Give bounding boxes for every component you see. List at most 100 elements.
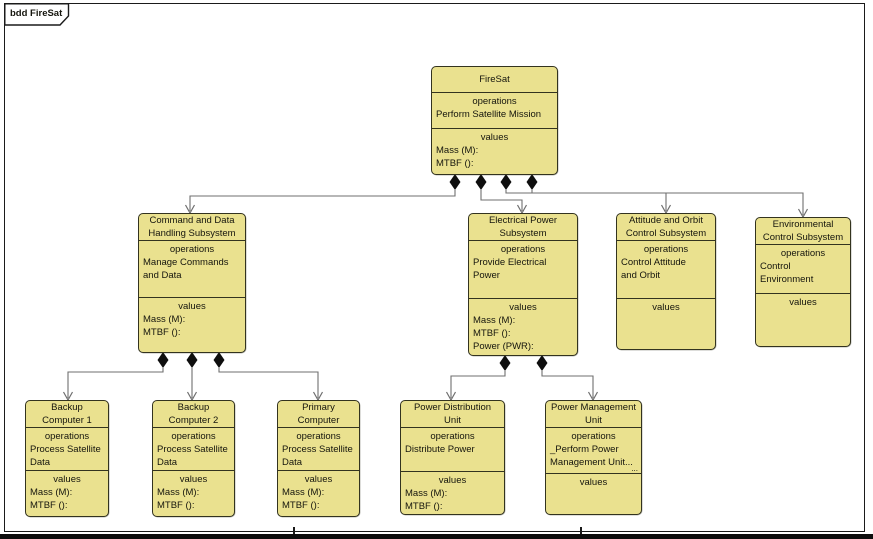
operation-item: Provide Electrical — [473, 257, 547, 268]
composition-connector-electrical-power-subsystem-to-power-distribution-unit[interactable] — [445, 355, 511, 402]
value-item: MTBF (): — [405, 501, 443, 512]
connector-line[interactable] — [531, 190, 804, 215]
block-environmental-control-subsystem[interactable]: Environmental Control Subsystem operation… — [755, 217, 851, 347]
operation-item: Data — [30, 457, 51, 468]
values-label: values — [438, 475, 467, 486]
composition-connector-firesat-to-electrical-power-subsystem[interactable] — [475, 174, 528, 215]
block-title: Power Distribution Unit — [401, 401, 504, 428]
value-item: Mass (M): — [436, 145, 479, 156]
overflow-ellipsis: ... — [631, 464, 638, 473]
composition-diamond-icon — [186, 352, 198, 368]
value-item: MTBF (): — [282, 500, 320, 511]
block-title: FireSat — [432, 67, 557, 93]
composition-diamond-icon — [500, 174, 512, 190]
operations-label: operations — [430, 431, 475, 442]
connector-line[interactable] — [541, 371, 594, 398]
connector-line[interactable] — [67, 368, 164, 398]
operation-item: Manage Commands — [143, 257, 229, 268]
operation-item: Power — [473, 270, 500, 281]
operation-item: _Perform Power — [550, 444, 619, 455]
operations-label: operations — [472, 96, 517, 107]
operations-label: operations — [780, 248, 826, 259]
values-compartment: values — [546, 474, 641, 489]
value-item: MTBF (): — [436, 158, 474, 169]
operations-label: operations — [643, 244, 689, 255]
connector-line[interactable] — [218, 368, 319, 398]
operation-item: Process Satellite — [157, 444, 228, 455]
value-item: Mass (M): — [405, 488, 448, 499]
operations-label: operations — [169, 244, 215, 255]
value-item: Mass (M): — [282, 487, 325, 498]
block-title: Electrical Power Subsystem — [469, 214, 577, 241]
operation-item: Data — [157, 457, 178, 468]
diagram-tab-label: bdd FireSat — [10, 8, 63, 19]
value-item: Mass (M): — [473, 315, 516, 326]
composition-diamond-icon — [536, 355, 548, 371]
values-label: values — [789, 297, 817, 308]
diagram-tab[interactable]: bdd FireSat — [4, 3, 70, 26]
composition-diamond-icon — [157, 352, 169, 368]
values-label: values — [179, 474, 208, 485]
window-bottom-edge — [0, 534, 873, 539]
tab-shape — [4, 3, 70, 26]
composition-connector-electrical-power-subsystem-to-power-management-unit[interactable] — [536, 355, 599, 402]
block-title: Command and Data Handling Subsystem — [139, 214, 245, 241]
value-item: Power (PWR): — [473, 341, 534, 352]
operations-label: operations — [171, 431, 216, 442]
values-label: values — [579, 477, 608, 488]
values-label: values — [304, 474, 333, 485]
values-label: values — [178, 301, 206, 312]
operations-label: operations — [296, 431, 341, 442]
value-item: Mass (M): — [143, 314, 186, 325]
values-label: values — [509, 302, 537, 313]
block-command-and-data-handling-subsystem[interactable]: Command and Data Handling Subsystem opera… — [138, 213, 246, 353]
block-title: Environmental Control Subsystem — [756, 218, 850, 245]
composition-diamond-icon — [499, 355, 511, 371]
operations-label: operations — [571, 431, 616, 442]
page-break-tick — [580, 527, 582, 535]
operation-item: Data — [282, 457, 303, 468]
composition-connector-firesat-to-command-and-data-handling-subsystem[interactable] — [184, 174, 461, 215]
value-item: MTBF (): — [30, 500, 68, 511]
value-item: Mass (M): — [157, 487, 200, 498]
page-break-tick — [293, 527, 295, 535]
operations-label: operations — [500, 244, 546, 255]
composition-connector-command-and-data-handling-subsystem-to-backup-computer-2[interactable] — [186, 352, 198, 402]
operation-item: Control — [760, 261, 791, 272]
values-label: values — [53, 474, 81, 485]
value-item: Mass (M): — [30, 487, 73, 498]
values-label: values — [652, 302, 680, 313]
composition-connector-command-and-data-handling-subsystem-to-backup-computer-1[interactable] — [62, 352, 169, 402]
connector-line[interactable] — [480, 190, 523, 211]
values-compartment: values — [617, 299, 715, 314]
composition-connector-command-and-data-handling-subsystem-to-primary-computer[interactable] — [213, 352, 324, 402]
connector-line[interactable] — [189, 190, 456, 211]
operation-item: Perform Satellite Mission — [436, 109, 542, 120]
diagram-frame — [4, 3, 865, 532]
composition-diamond-icon — [449, 174, 461, 190]
connector-line[interactable] — [450, 371, 506, 398]
operation-item: and Data — [143, 270, 182, 281]
operations-label: operations — [44, 431, 90, 442]
